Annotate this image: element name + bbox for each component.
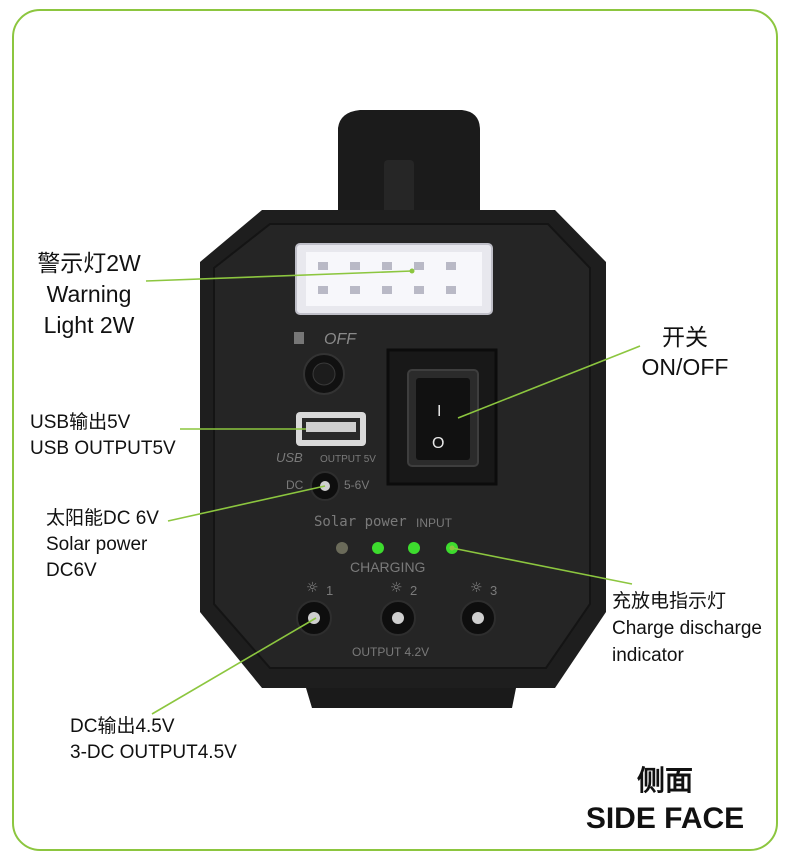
leader-dot-indicator (449, 545, 455, 551)
bulb-icon-1: ☼ (306, 580, 319, 596)
switch-cn: 开关 (662, 324, 708, 350)
led-2 (372, 542, 384, 554)
bulb-icon-3: ☼ (470, 580, 483, 596)
leader-solar (167, 485, 326, 522)
usb-callout: USB输出5V USB OUTPUT5V (30, 410, 176, 462)
bulb-icon-2: ☼ (390, 580, 403, 596)
light-button[interactable] (303, 353, 345, 395)
output-label: OUTPUT 4.2V (352, 645, 429, 659)
leader-dc-output (151, 617, 317, 715)
dc-voltage-label: 5-6V (344, 478, 369, 492)
usb-output-label: OUTPUT 5V (320, 454, 376, 465)
indicator-en-1: Charge discharge (612, 618, 762, 639)
switch-off-mark: O (432, 435, 444, 452)
power-switch[interactable] (386, 348, 498, 486)
image-frame (12, 9, 778, 851)
indicator-cn: 充放电指示灯 (612, 591, 727, 612)
indicator-callout: 充放电指示灯 Charge discharge indicator (612, 588, 762, 669)
warning-light (295, 243, 493, 315)
dc-label: DC (286, 478, 304, 492)
solar-callout: 太阳能DC 6V Solar power DC6V (46, 506, 159, 584)
dc-output-port-1[interactable] (296, 600, 332, 636)
port-3-label: 3 (490, 583, 497, 598)
warning-light-en-1: Warning (46, 281, 132, 307)
usb-cn: USB输出5V (30, 412, 131, 433)
usb-label: USB (276, 450, 303, 465)
usb-en: USB OUTPUT5V (30, 438, 176, 459)
dc-output-en: 3-DC OUTPUT4.5V (70, 742, 237, 763)
dc-output-port-2[interactable] (380, 600, 416, 636)
solar-en-1: Solar power (46, 534, 148, 555)
off-label: OFF (324, 331, 357, 348)
port-1-label: 1 (326, 583, 333, 598)
led-3 (408, 542, 420, 554)
leader-dot-warning (409, 268, 415, 274)
dc-output-port-3[interactable] (460, 600, 496, 636)
handle-groove (384, 160, 414, 220)
dc-output-cn: DC输出4.5V (70, 716, 175, 737)
led-1 (336, 542, 348, 554)
usb-port[interactable] (296, 412, 366, 446)
solar-en-2: DC6V (46, 560, 97, 581)
caption-cn: 侧面 (636, 764, 693, 797)
warning-light-cn: 警示灯2W (37, 250, 141, 276)
view-caption: 侧面 SIDE FACE (560, 762, 770, 838)
switch-callout: 开关 ON/OFF (636, 322, 734, 382)
input-label: INPUT (416, 516, 453, 530)
indicator-en-2: indicator (612, 645, 684, 666)
charging-label: CHARGING (350, 559, 425, 575)
solar-power-label: Solar power (314, 514, 407, 530)
leader-warning-light (145, 270, 413, 282)
caption-en: SIDE FACE (585, 802, 745, 835)
light-off-icon (294, 332, 304, 344)
warning-light-callout: 警示灯2W Warning Light 2W (30, 248, 148, 341)
leader-indicator (451, 547, 633, 585)
warning-light-en-2: Light 2W (43, 312, 135, 338)
switch-en: ON/OFF (641, 354, 729, 380)
dc-output-callout: DC输出4.5V 3-DC OUTPUT4.5V (70, 714, 237, 766)
port-2-label: 2 (410, 583, 417, 598)
solar-cn: 太阳能DC 6V (46, 508, 159, 529)
leader-switch (457, 345, 641, 419)
switch-on-mark: I (437, 403, 441, 420)
